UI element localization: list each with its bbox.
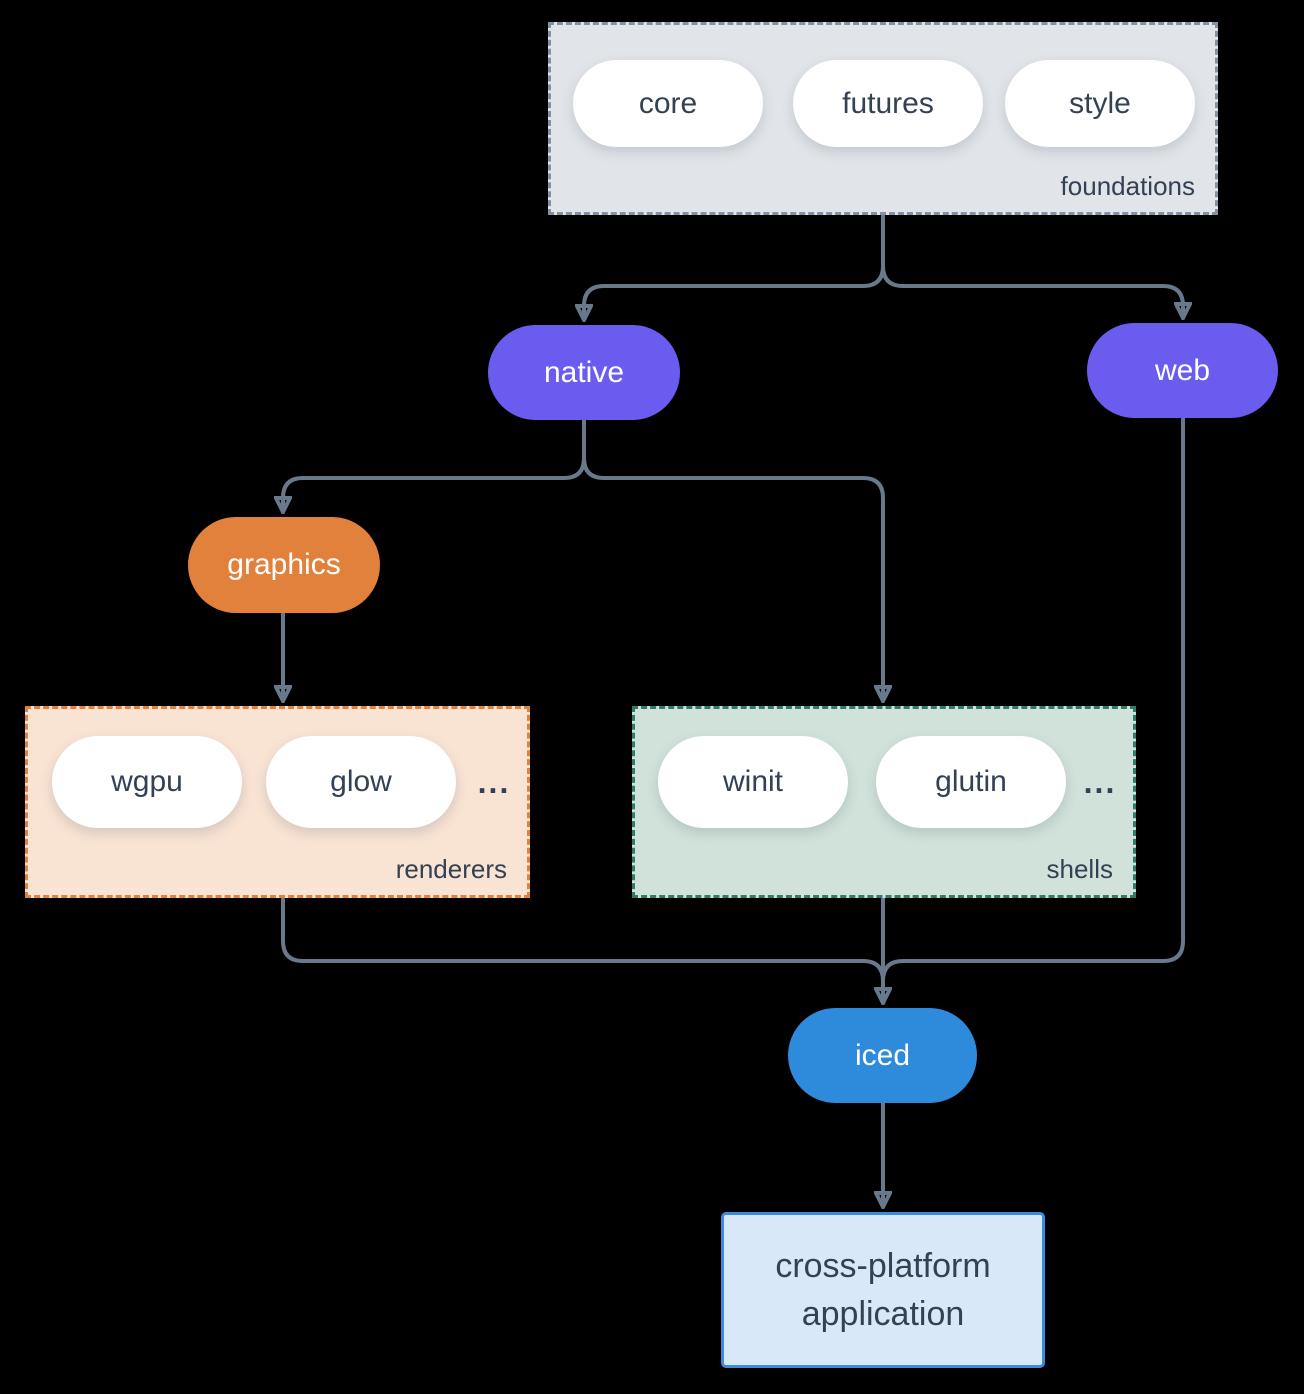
shells-ellipsis: ... [1083,763,1117,800]
node-glow: glow [266,736,456,828]
edge-renderers-to-merge [281,898,885,982]
node-cross-platform-application: cross-platform application [721,1212,1045,1368]
edge-native-to-graphics [283,420,586,512]
node-futures: futures [793,60,983,147]
node-web: web [1087,323,1278,418]
node-iced: iced [788,1008,977,1103]
group-renderers-label: renderers [395,854,507,884]
node-wgpu: wgpu [52,736,242,828]
renderers-ellipsis: ... [477,763,511,800]
application-label-line1: cross-platform [775,1246,991,1285]
group-foundations: core futures style foundations [548,22,1218,215]
edge-native-to-shells [582,420,883,701]
edge-foundations-to-native [584,215,885,320]
node-winit: winit [658,736,848,828]
edge-web-to-merge [881,418,1185,982]
group-shells-label: shells [1046,854,1113,884]
node-core: core [573,60,763,147]
node-style: style [1005,60,1195,147]
node-native: native [488,325,680,420]
edge-foundations-to-web [881,215,1183,318]
node-graphics: graphics [188,517,380,613]
application-label-line2: application [801,1295,965,1333]
node-glutin: glutin [876,736,1066,828]
group-shells: winit glutin ... shells [632,706,1136,898]
group-renderers: wgpu glow ... renderers [25,706,530,898]
group-foundations-label: foundations [1060,171,1195,201]
